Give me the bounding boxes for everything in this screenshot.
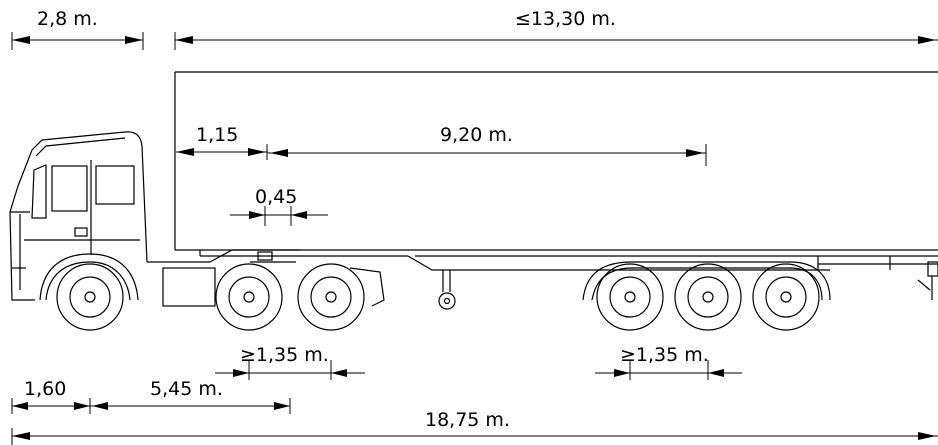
label-total-length: 18,75 m. [425,409,510,431]
dimension-lines [11,32,938,445]
trailer-axles [582,261,831,331]
tractor-cab [9,131,385,331]
label-kingpin-front: 1,15 [196,124,239,146]
label-trailer-length: ≤13,30 m. [515,8,616,30]
label-cab-length: 2,8 m. [37,8,98,30]
label-fifth-wheel-offset: 0,45 [255,186,298,208]
label-tractor-axle-spacing: ≥1,35 m. [240,344,329,366]
label-wheelbase: 5,45 m. [150,378,223,400]
label-front-overhang: 1,60 [24,378,67,400]
trailer [174,71,938,310]
label-trailer-axle-spacing: ≥1,35 m. [620,344,709,366]
label-kingpin-to-axle: 9,20 m. [440,124,513,146]
